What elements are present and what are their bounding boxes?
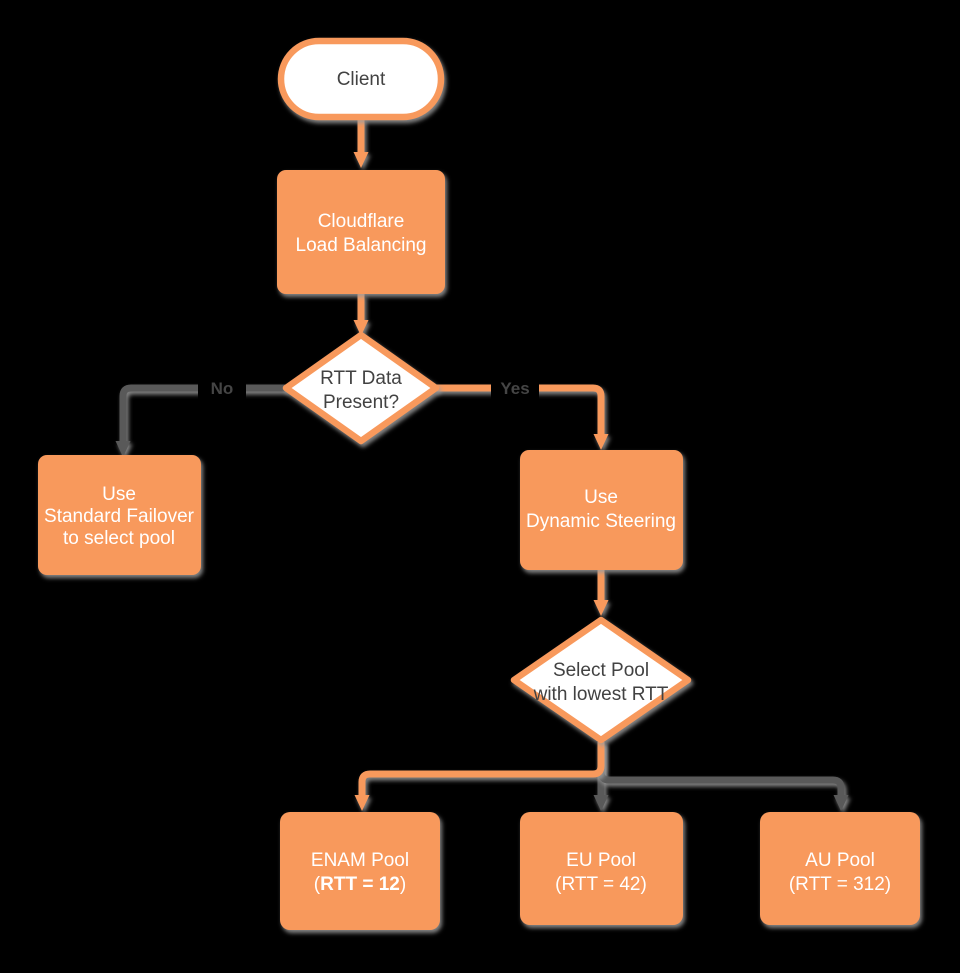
no-label: No bbox=[211, 379, 234, 398]
dynamic-steering-label-line1: Use bbox=[584, 487, 618, 508]
node-eu-pool: EU Pool (RTT = 42) bbox=[520, 812, 683, 925]
select-pool-shape bbox=[510, 616, 692, 744]
edge-loadbalancing-to-rtt-decision bbox=[353, 294, 369, 336]
node-enam-pool: ENAM Pool (RTT = 12) bbox=[280, 812, 440, 930]
dynamic-steering-label-line2: Dynamic Steering bbox=[526, 511, 676, 532]
eu-pool-shape bbox=[520, 812, 683, 925]
edge-steering-to-select-pool bbox=[593, 570, 609, 616]
au-pool-label-line1: AU Pool bbox=[805, 850, 875, 871]
client-label: Client bbox=[337, 69, 386, 90]
edge-to-enam-pool bbox=[354, 742, 605, 811]
edge-line bbox=[119, 384, 288, 443]
au-pool-label-line2: (RTT = 312) bbox=[789, 874, 891, 895]
arrowhead-down-icon bbox=[593, 434, 609, 450]
edge-to-au-pool bbox=[597, 742, 849, 811]
load-balancing-shape bbox=[277, 170, 445, 294]
enam-rtt-value: RTT = 12 bbox=[320, 874, 400, 895]
standard-failover-label-line3: to select pool bbox=[63, 528, 175, 549]
node-dynamic-steering: Use Dynamic Steering bbox=[520, 450, 683, 570]
label-background bbox=[491, 373, 539, 401]
client-shape bbox=[277, 37, 445, 121]
eu-pool-label-line1: EU Pool bbox=[566, 850, 636, 871]
arrowhead-down-icon bbox=[353, 152, 369, 168]
standard-failover-label-line2: Standard Failover bbox=[44, 506, 195, 527]
node-au-pool: AU Pool (RTT = 312) bbox=[760, 812, 920, 925]
eu-pool-label-line2: (RTT = 42) bbox=[555, 874, 647, 895]
enam-rtt-close-paren: ) bbox=[400, 874, 406, 895]
rtt-decision-shape bbox=[282, 331, 440, 445]
node-rtt-decision: RTT Data Present? bbox=[282, 331, 440, 445]
standard-failover-label-line1: Use bbox=[102, 484, 136, 505]
rtt-decision-label-line2: Present? bbox=[323, 392, 399, 413]
arrowhead-down-icon bbox=[593, 600, 609, 616]
arrowhead-down-icon bbox=[833, 795, 849, 811]
node-load-balancing: Cloudflare Load Balancing bbox=[277, 170, 445, 294]
edge-line bbox=[358, 742, 605, 796]
arrowhead-down-icon bbox=[353, 320, 369, 336]
load-balancing-label-line1: Cloudflare bbox=[318, 211, 405, 232]
arrowhead-down-icon bbox=[593, 795, 609, 811]
enam-pool-label-line1: ENAM Pool bbox=[311, 850, 409, 871]
node-standard-failover: Use Standard Failover to select pool bbox=[38, 455, 201, 575]
edge-yes-branch bbox=[434, 384, 609, 450]
enam-rtt-open-paren: ( bbox=[314, 874, 321, 895]
node-client: Client bbox=[277, 37, 445, 121]
rtt-decision-label-line1: RTT Data bbox=[320, 368, 402, 389]
load-balancing-label-line2: Load Balancing bbox=[296, 235, 427, 256]
arrowhead-down-icon bbox=[354, 795, 370, 811]
au-pool-shape bbox=[760, 812, 920, 925]
edge-no-branch bbox=[115, 384, 288, 457]
edge-line bbox=[434, 384, 605, 436]
select-pool-label-line1: Select Pool bbox=[553, 660, 649, 681]
label-background bbox=[198, 373, 246, 401]
yes-label: Yes bbox=[500, 379, 529, 398]
edge-label-yes: Yes bbox=[491, 373, 539, 401]
enam-pool-label-line2: (RTT = 12) bbox=[314, 874, 406, 895]
edge-line bbox=[597, 742, 845, 796]
standard-failover-shape bbox=[38, 455, 201, 575]
edge-client-to-loadbalancing bbox=[353, 118, 369, 168]
enam-pool-shape bbox=[280, 812, 440, 930]
arrowhead-down-icon bbox=[115, 441, 131, 457]
edge-label-no: No bbox=[198, 373, 246, 401]
node-select-pool: Select Pool with lowest RTT bbox=[510, 616, 692, 744]
dynamic-steering-shape bbox=[520, 450, 683, 570]
select-pool-label-line2: with lowest RTT bbox=[533, 684, 669, 705]
